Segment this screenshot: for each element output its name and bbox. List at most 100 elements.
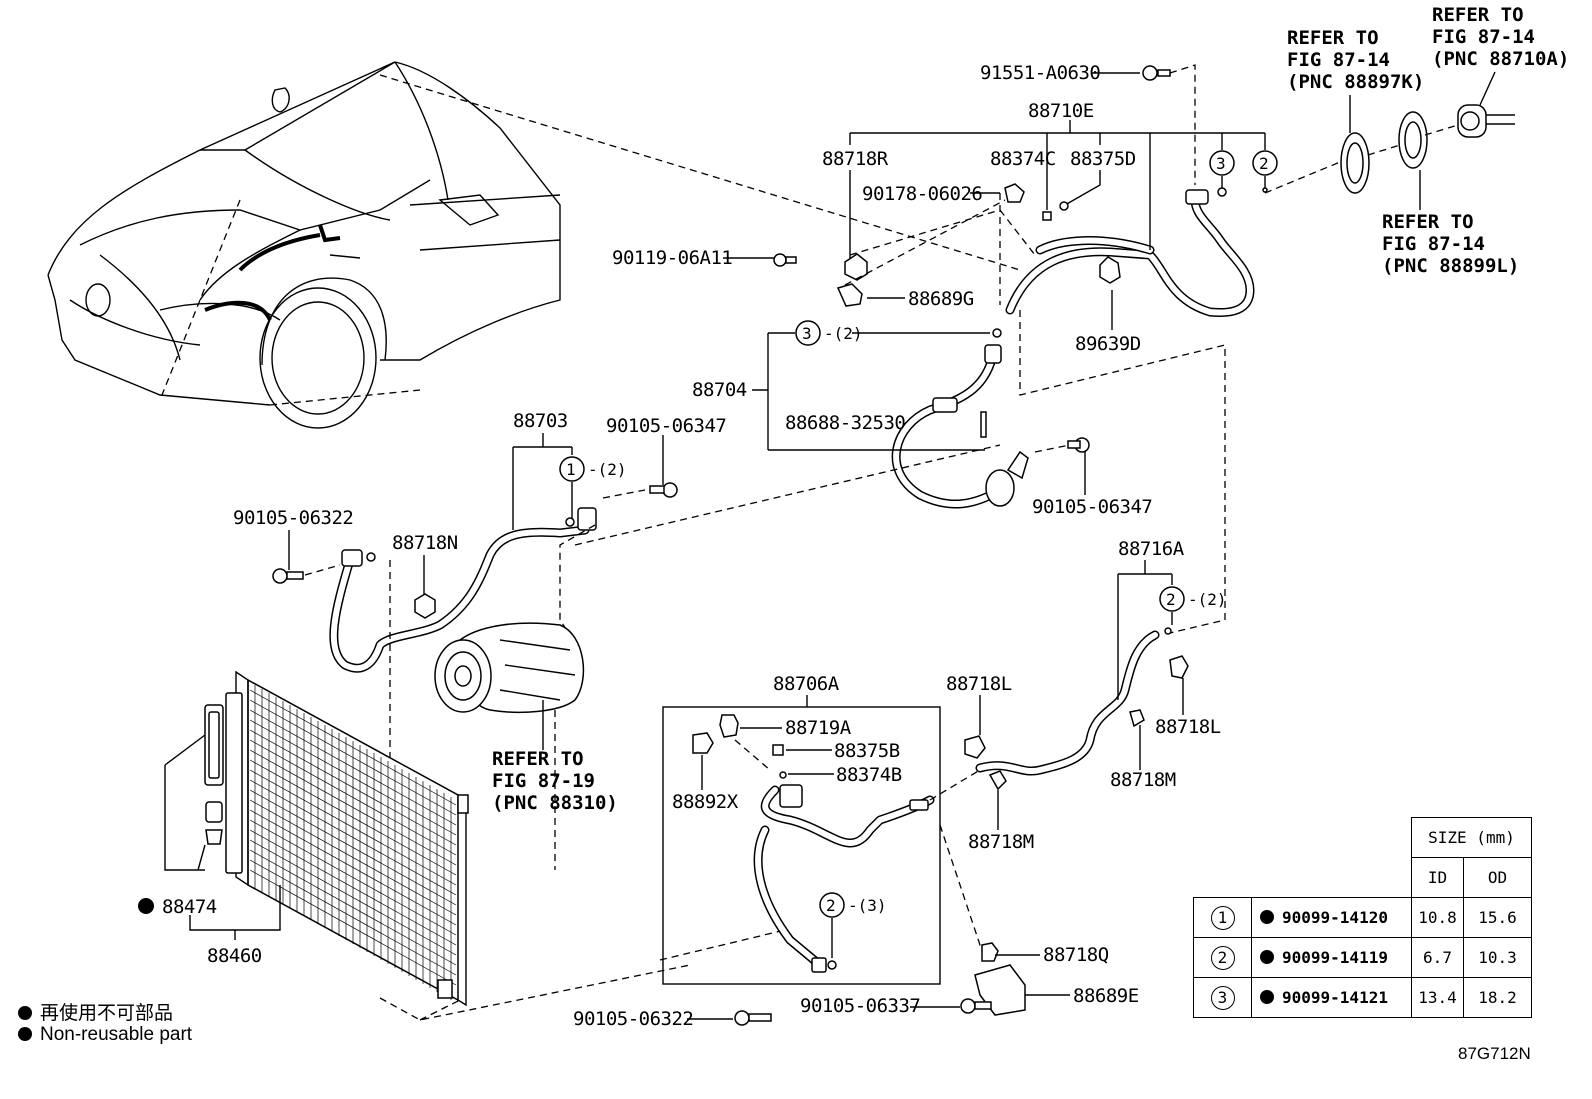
circle-ref-2-box-qty: -(3) <box>848 896 887 915</box>
table-id-cell: 13.4 <box>1411 977 1464 1018</box>
hose-88703 <box>329 507 597 673</box>
table-header-id: ID <box>1411 857 1464 898</box>
circle-ref-1-qty: -(2) <box>588 460 627 479</box>
circle-ref-3-mid-qty: -(2) <box>824 324 863 343</box>
fasteners-top <box>773 65 1268 307</box>
label-90105-06347-b: 90105-06347 <box>1032 496 1152 518</box>
table-empty-cell <box>1194 818 1252 858</box>
table-part-number: 90099-14119 <box>1282 948 1388 967</box>
reference-parts-topright <box>1340 71 1515 210</box>
table-id-cell: 6.7 <box>1411 937 1464 978</box>
label-90105-06347-a: 90105-06347 <box>606 415 726 437</box>
refer-note-88710a-line3: (PNC 88710A) <box>1432 48 1569 70</box>
refer-note-88897k-line3: (PNC 88897K) <box>1287 71 1424 93</box>
table-row: 1 90099-14120 10.8 15.6 <box>1193 897 1532 938</box>
table-od-cell: 18.2 <box>1463 977 1532 1018</box>
compressor-illustration <box>434 622 585 750</box>
table-part-number: 90099-14120 <box>1282 908 1388 927</box>
part-labels: 91551-A0630 88710E 88718R 88374C 88375D … <box>162 62 1221 1030</box>
leaders-88710e <box>723 72 1266 330</box>
table-empty-cell <box>1252 818 1412 858</box>
o-ring-size-table: SIZE (mm) ID OD 1 90099-14120 10.8 15.6 … <box>1193 817 1532 1018</box>
refer-note-88710a-line2: FIG 87-14 <box>1432 26 1535 48</box>
table-part-cell: 90099-14121 <box>1251 977 1412 1018</box>
label-88689g: 88689G <box>908 288 974 310</box>
table-part-cell: 90099-14119 <box>1251 937 1412 978</box>
circle-ref-2-right: 2 <box>1166 590 1176 609</box>
refer-notes: REFER TO FIG 87-14 (PNC 88897K) REFER TO… <box>492 4 1569 814</box>
table-row: 2 90099-14119 6.7 10.3 <box>1193 937 1532 978</box>
dash-box <box>734 739 986 961</box>
bullet-icon <box>1260 950 1274 964</box>
label-90105-06322-b: 90105-06322 <box>573 1008 693 1030</box>
bullet-icon <box>18 1027 32 1041</box>
vehicle-outline <box>47 61 561 429</box>
label-88718q: 88718Q <box>1043 944 1109 966</box>
refer-note-88899l-line3: (PNC 88899L) <box>1382 255 1519 277</box>
table-ref-cell: 1 <box>1193 897 1252 938</box>
label-88374b: 88374B <box>836 764 902 786</box>
hose-assembly-88710e <box>1005 189 1255 318</box>
label-88474: 88474 <box>162 896 217 918</box>
vehicle-to-diagram-leader <box>159 74 1021 406</box>
bullet-icon <box>1260 910 1274 924</box>
non-reusable-marker-88474 <box>138 898 154 914</box>
figure-code: 87G712N <box>1458 1044 1531 1063</box>
legend-text-japanese: 再使用不可部品 <box>40 1003 174 1024</box>
label-88688-32530: 88688-32530 <box>785 412 905 434</box>
table-row: 3 90099-14121 13.4 18.2 <box>1193 977 1532 1018</box>
label-88374c: 88374C <box>990 148 1056 170</box>
circle-references: 3 2 3 -(2) 1 -(2) 2 -(2) 2 -(3) <box>559 150 1278 918</box>
table-empty-cell <box>1252 858 1412 898</box>
table-part-number: 90099-14121 <box>1282 988 1388 1007</box>
dash-88704 <box>574 444 1071 546</box>
label-88375b: 88375B <box>834 740 900 762</box>
circle-ref-3-mid: 3 <box>802 324 812 343</box>
label-88719a: 88719A <box>785 717 852 739</box>
label-90178-06026: 90178-06026 <box>862 183 982 205</box>
label-88718l-b: 88718L <box>1155 716 1221 738</box>
table-od-cell: 15.6 <box>1463 897 1532 938</box>
bolt-90105-06347-right <box>1067 437 1090 495</box>
legend-line-english: Non-reusable part <box>18 1024 192 1046</box>
refer-note-88310-line1: REFER TO <box>492 748 584 770</box>
dash-topright <box>1367 124 1459 156</box>
table-header-size: SIZE (mm) <box>1411 817 1532 858</box>
table-ref-circle: 2 <box>1210 945 1235 970</box>
leaders-box <box>701 727 834 958</box>
label-90119-06a11: 90119-06A11 <box>612 247 732 269</box>
circle-ref-2-top: 2 <box>1259 154 1269 173</box>
label-88704: 88704 <box>692 379 747 401</box>
dash-condenser <box>379 929 786 1021</box>
refer-note-88310-line3: (PNC 88310) <box>492 792 618 814</box>
bullet-icon <box>1260 990 1274 1004</box>
label-88892x: 88892X <box>672 791 739 813</box>
table-id-cell: 10.8 <box>1411 897 1464 938</box>
table-ref-cell: 2 <box>1193 937 1252 978</box>
leaders-88716a <box>979 560 1184 830</box>
receiver-parts-88474 <box>204 704 224 845</box>
label-88703: 88703 <box>513 410 568 432</box>
label-89639d: 89639D <box>1075 333 1141 355</box>
dash-88703 <box>304 489 646 871</box>
leaders-88704 <box>752 328 1002 451</box>
circle-ref-2-right-qty: -(2) <box>1188 590 1227 609</box>
table-part-cell: 90099-14120 <box>1251 897 1412 938</box>
box-88706a <box>662 706 941 985</box>
refer-note-88310-line2: FIG 87-19 <box>492 770 595 792</box>
label-88718r: 88718R <box>822 148 889 170</box>
label-90105-06337: 90105-06337 <box>800 995 920 1017</box>
label-90105-06322-a: 90105-06322 <box>233 507 353 529</box>
condenser-88460 <box>225 670 469 1007</box>
label-88718l-a: 88718L <box>946 673 1012 695</box>
label-88718n: 88718N <box>392 532 458 554</box>
leaders-bottom <box>687 954 1070 1020</box>
label-88718m-a: 88718M <box>1110 769 1176 791</box>
refer-note-88899l-line1: REFER TO <box>1382 211 1474 233</box>
label-88710e: 88710E <box>1028 100 1094 122</box>
hose-88704 <box>891 344 1029 509</box>
refer-note-88897k-line1: REFER TO <box>1287 27 1379 49</box>
table-empty-cell <box>1194 858 1252 898</box>
table-ref-circle: 1 <box>1210 905 1235 930</box>
label-88689e: 88689E <box>1073 985 1139 1007</box>
